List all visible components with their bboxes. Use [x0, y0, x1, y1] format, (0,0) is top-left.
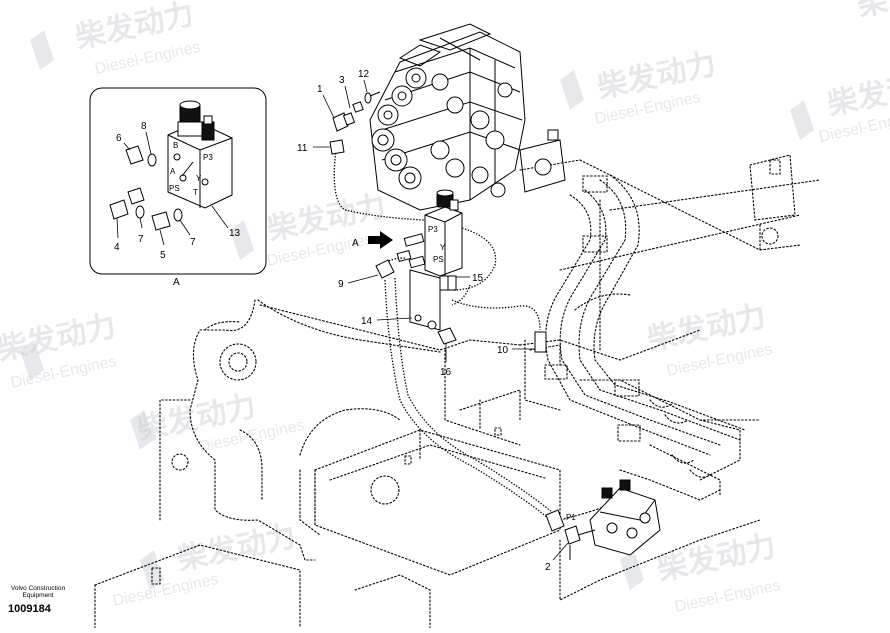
- callout-9: 9: [338, 279, 344, 290]
- callout-2: 2: [545, 562, 551, 573]
- inset-port-label: Y: [196, 174, 202, 183]
- watermark-en: Diesel-Engines: [111, 571, 220, 610]
- document-number: 1009184: [8, 603, 51, 615]
- upper-frame: [94, 154, 821, 629]
- inset-frame: [89, 87, 267, 275]
- port-label: PS: [433, 255, 444, 264]
- callout-3: 3: [339, 75, 345, 86]
- footer: Volvo Construction Equipment 1009184: [8, 585, 98, 615]
- callout-15: 15: [472, 273, 484, 284]
- watermark: 柴发动力 Diesel-Engines 柴发动力 Diesel-Engines …: [0, 0, 890, 616]
- inset-callout-5: 5: [160, 250, 166, 261]
- watermark-cn: 柴发动力: [825, 65, 890, 122]
- callout-10: 10: [497, 345, 509, 356]
- inset-port-label: P3: [203, 153, 213, 162]
- pilot-port-label: P1: [566, 513, 576, 522]
- inset-callout-6: 6: [116, 133, 122, 144]
- valve-port-labels: P3 Y PS P1: [428, 225, 576, 522]
- inset-view-label: A: [173, 277, 180, 288]
- view-arrow-a: A: [352, 231, 393, 249]
- inset-callout-4: 4: [114, 242, 120, 253]
- callout-1: 1: [317, 84, 323, 95]
- callout-16: 16: [440, 367, 452, 378]
- solenoid-valve-main: [396, 189, 463, 345]
- inset-callout-7b: 7: [190, 237, 196, 248]
- pilot-valve: [564, 479, 661, 560]
- view-arrow-label: A: [352, 238, 359, 249]
- watermark-cn: 柴发动力: [855, 0, 890, 23]
- inset-callout-8: 8: [141, 121, 147, 132]
- inset-port-label: A: [170, 167, 176, 176]
- callout-14: 14: [361, 316, 373, 327]
- inset-detail-a: B P3 A Y PS T 6 8 4 7 5 7 13 A: [89, 87, 267, 288]
- watermark-en: Diesel-Engines: [673, 577, 782, 616]
- inset-port-label: T: [193, 188, 198, 197]
- inset-port-label: B: [173, 141, 178, 150]
- brand-line-2: Equipment: [22, 592, 54, 599]
- brand-line-1: Volvo Construction: [10, 585, 66, 592]
- inset-port-label: PS: [169, 184, 180, 193]
- callout-11: 11: [297, 143, 308, 154]
- callout-12: 12: [358, 69, 370, 80]
- main-control-valve: [369, 23, 566, 211]
- inset-callout-13: 13: [229, 228, 241, 239]
- hoses: [329, 139, 565, 532]
- watermark-cn: 柴发动力: [655, 530, 779, 587]
- port-label: Y: [440, 243, 446, 252]
- top-fittings: [332, 91, 381, 132]
- inset-callout-7: 7: [138, 234, 144, 245]
- port-label: P3: [428, 225, 438, 234]
- watermark-cn: 柴发动力: [595, 48, 719, 105]
- arrow-right-icon: [368, 231, 393, 249]
- main-callouts: 1 3 12 11 9 14 15 10 16 2: [297, 69, 569, 573]
- watermark-cn: 柴发动力: [175, 520, 299, 577]
